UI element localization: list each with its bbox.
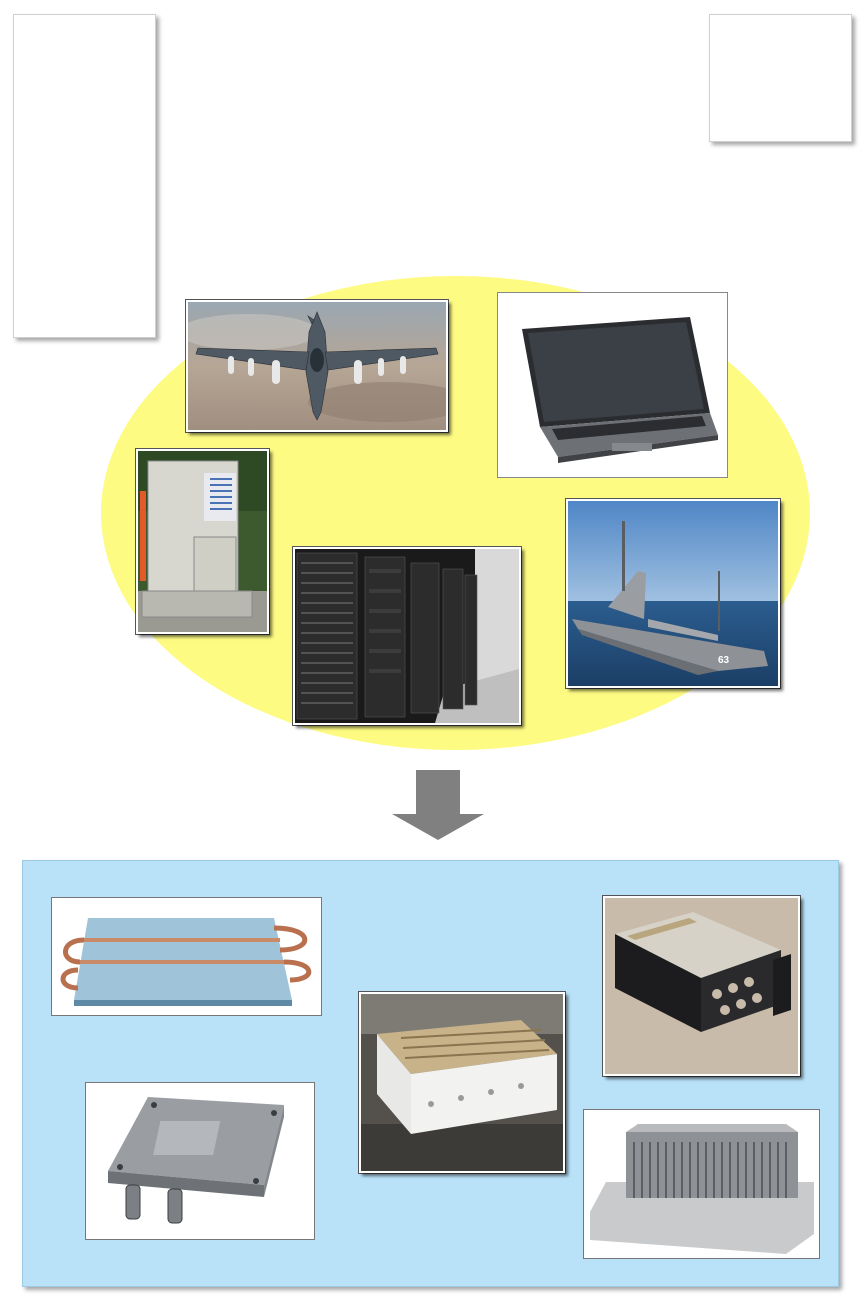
right-blank-card bbox=[709, 14, 852, 142]
tubed-cold-plate-photo bbox=[52, 898, 321, 1015]
down-arrow-icon bbox=[392, 770, 484, 840]
server-racks-photo bbox=[293, 547, 521, 725]
laptop-photo bbox=[498, 293, 727, 477]
cold-plate-fittings-photo bbox=[86, 1083, 314, 1239]
outdoor-cabinet-photo bbox=[136, 449, 269, 634]
left-blank-card bbox=[13, 14, 156, 338]
battleship-photo: 63 bbox=[566, 499, 780, 688]
fin-heat-sink-photo bbox=[584, 1110, 819, 1258]
hull-number: 63 bbox=[718, 655, 730, 666]
card-cage-photo bbox=[359, 992, 565, 1173]
fighter-jet-photo bbox=[186, 300, 448, 432]
chassis-enclosure-photo bbox=[603, 896, 800, 1076]
